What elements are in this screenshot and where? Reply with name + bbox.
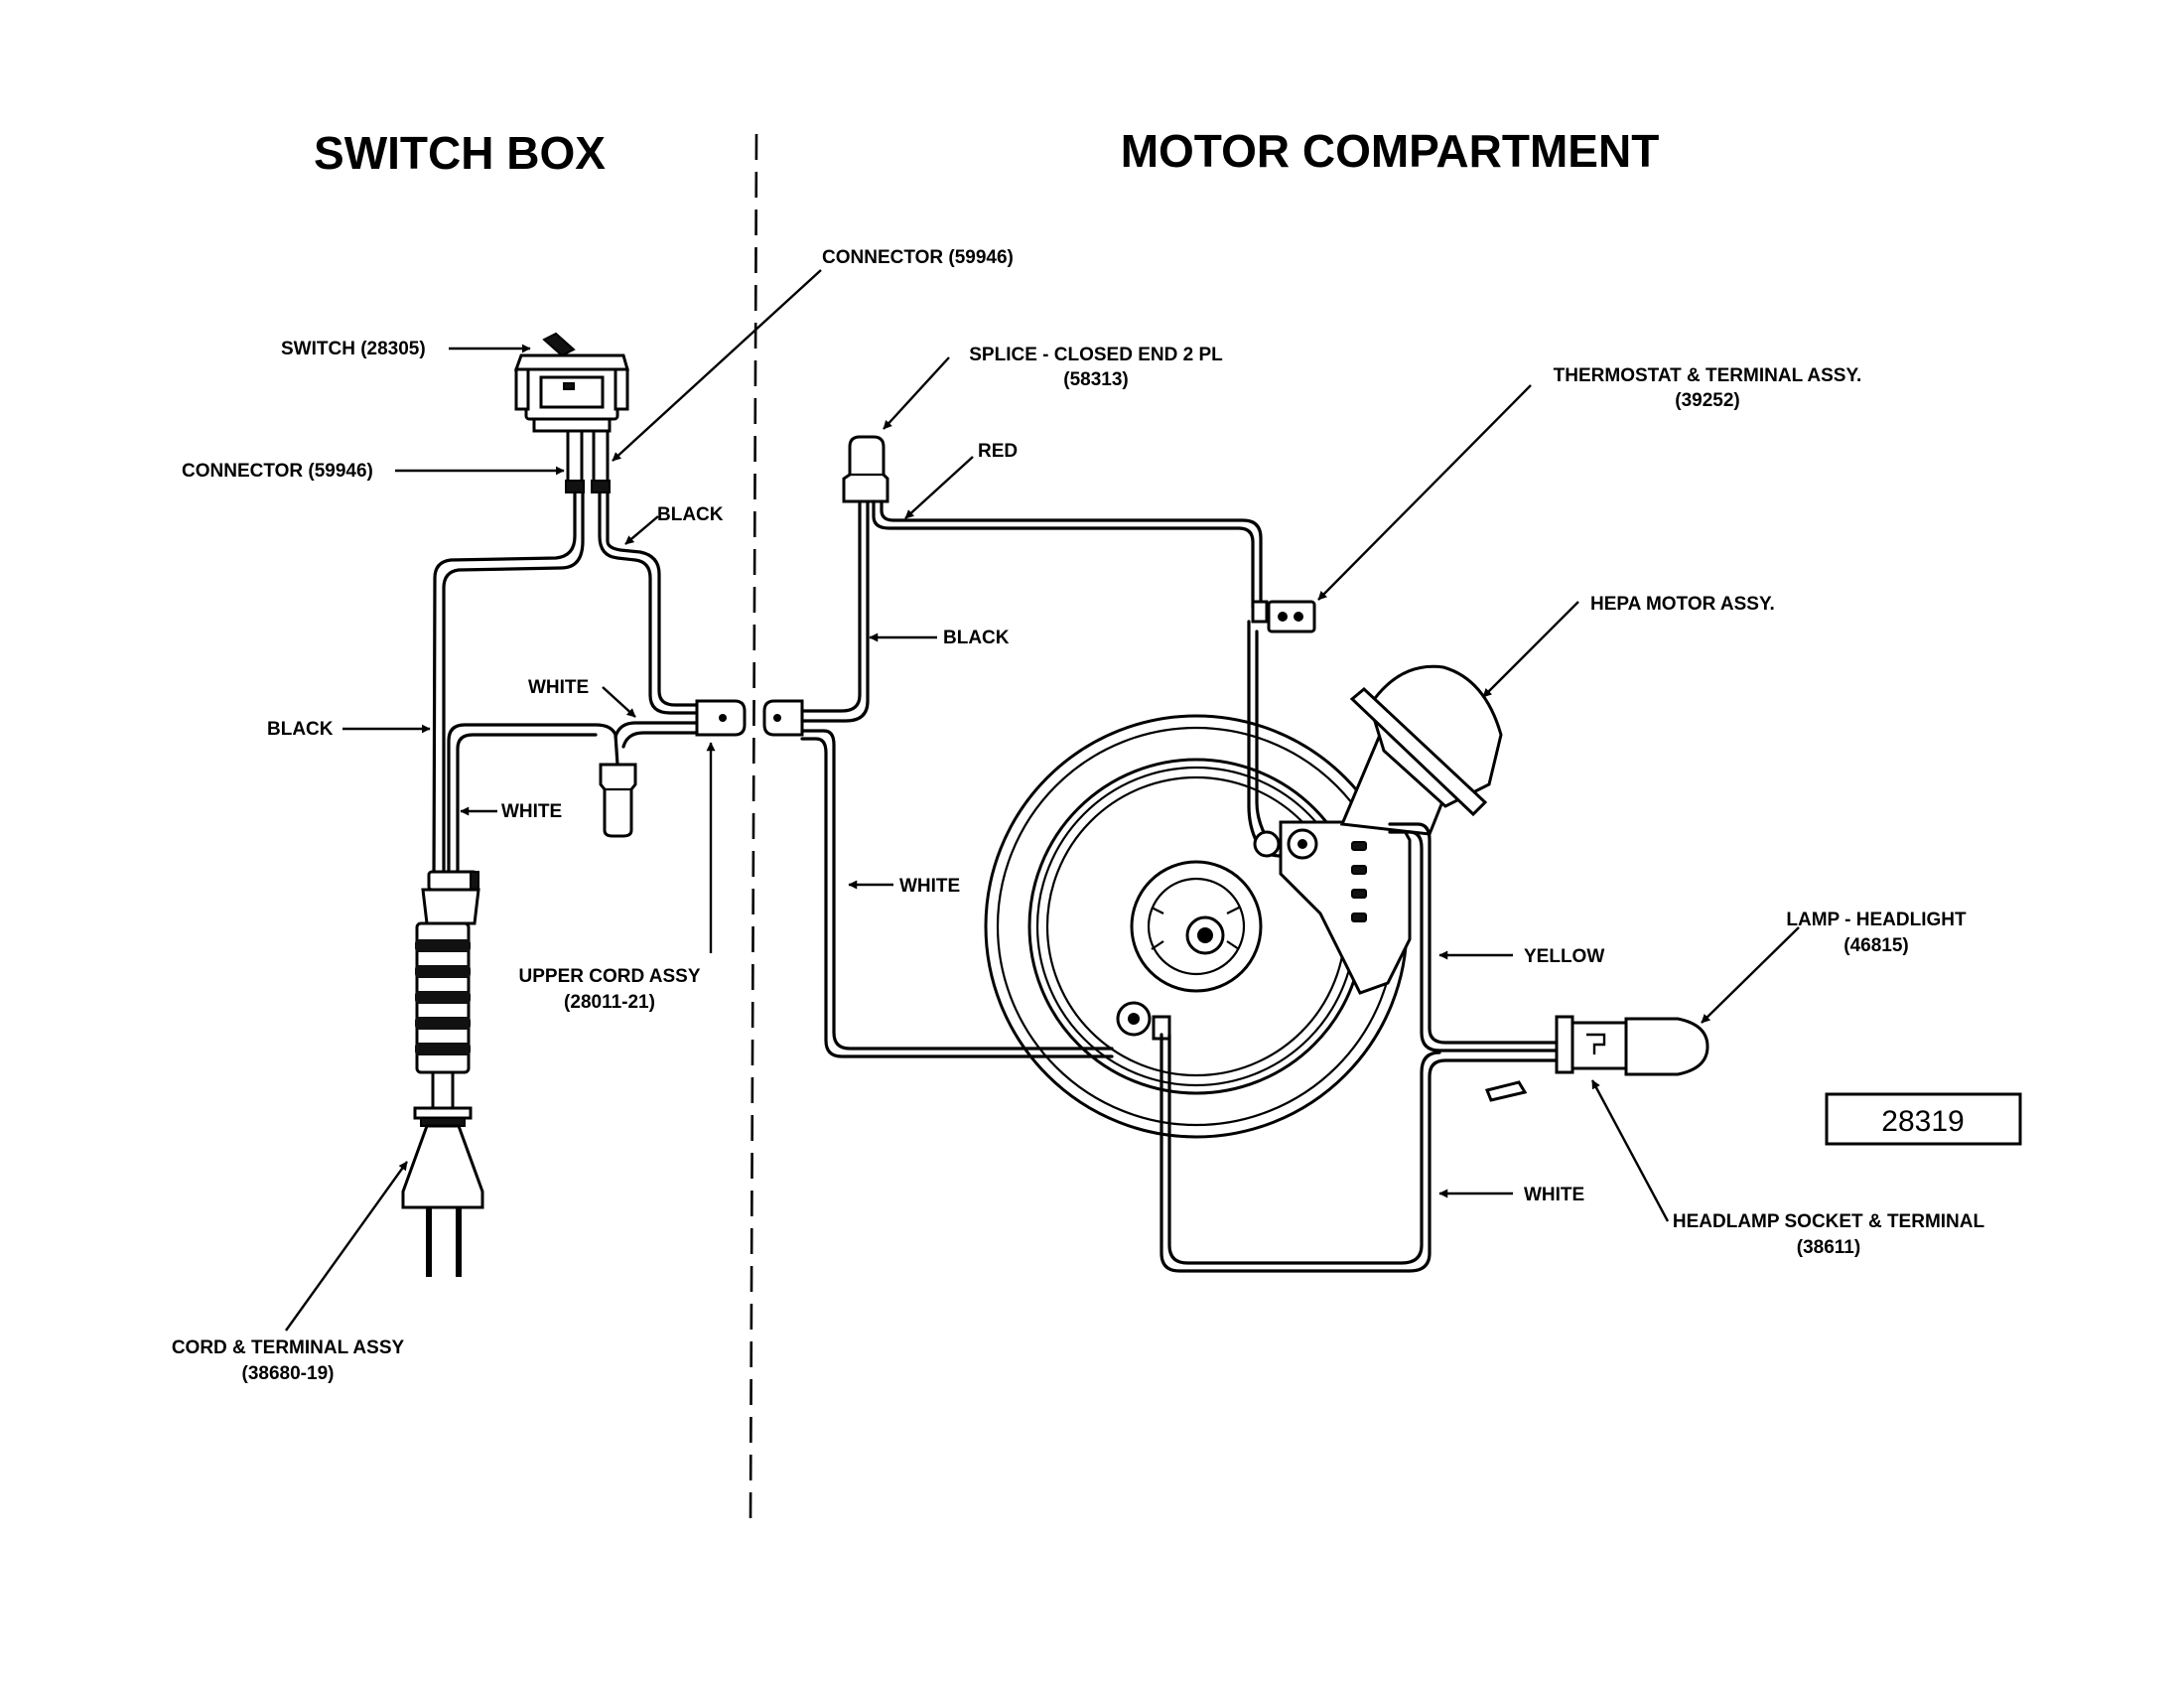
label-lamp-1: LAMP - HEADLIGHT: [1786, 910, 1967, 930]
label-black-switch: BLACK: [657, 504, 724, 525]
switch: [513, 332, 629, 433]
label-lamp-2: (46815): [1843, 935, 1909, 956]
label-white-bottom: WHITE: [1524, 1185, 1584, 1205]
closed-end-splice: [842, 435, 889, 503]
part-number: 28319: [1881, 1105, 1964, 1138]
label-white-left: WHITE: [501, 801, 562, 822]
label-white-switch: WHITE: [528, 677, 589, 698]
label-cord-1: CORD & TERMINAL ASSY: [172, 1337, 405, 1358]
switch-connectors: [565, 429, 611, 493]
label-splice-1: SPLICE - CLOSED END 2 PL: [969, 345, 1223, 365]
wire-nut: [599, 763, 637, 838]
label-thermostat-2: (39252): [1675, 390, 1740, 411]
labels: CONNECTOR (59946) SWITCH (28305) CONNECT…: [172, 247, 1985, 1384]
hepa-motor-cap: [1339, 664, 1503, 836]
label-red: RED: [978, 441, 1018, 462]
label-cord-2: (38680-19): [242, 1363, 335, 1384]
label-white-motor: WHITE: [899, 876, 960, 897]
label-black-motor: BLACK: [943, 628, 1010, 648]
motor-compartment-wiring: [762, 435, 1709, 1273]
label-yellow: YELLOW: [1524, 946, 1604, 967]
section-divider: [749, 133, 758, 1520]
thermostat: [1251, 600, 1316, 633]
part-number-box: 28319: [1825, 1092, 2022, 1146]
label-connector-left: CONNECTOR (59946): [182, 461, 373, 482]
label-socket-2: (38611): [1797, 1237, 1860, 1258]
power-cord-plug: [401, 870, 484, 1277]
switch-box-title: SWITCH BOX: [314, 127, 606, 179]
motor-side-connector: [762, 699, 804, 737]
switch-box-wires: [432, 491, 699, 886]
leader-arrows: [285, 269, 1800, 1332]
label-thermostat-1: THERMOSTAT & TERMINAL ASSY.: [1554, 365, 1862, 386]
label-connector-top: CONNECTOR (59946): [822, 247, 1014, 268]
label-hepa: HEPA MOTOR ASSY.: [1590, 594, 1775, 615]
motor-terminal-plate: [1116, 820, 1412, 1041]
label-black-left: BLACK: [267, 719, 334, 740]
label-upper-cord-2: (28011-21): [564, 992, 655, 1013]
headlamp-assembly: [1484, 1015, 1709, 1102]
label-splice-2: (58313): [1063, 369, 1129, 390]
motor-compartment-title: MOTOR COMPARTMENT: [1121, 125, 1660, 177]
upper-cord-connector: [695, 699, 747, 737]
label-upper-cord-1: UPPER CORD ASSY: [519, 966, 701, 987]
label-switch: SWITCH (28305): [281, 339, 426, 359]
switch-box-wiring: [401, 332, 747, 1277]
label-socket-1: HEADLAMP SOCKET & TERMINAL: [1673, 1211, 1985, 1232]
